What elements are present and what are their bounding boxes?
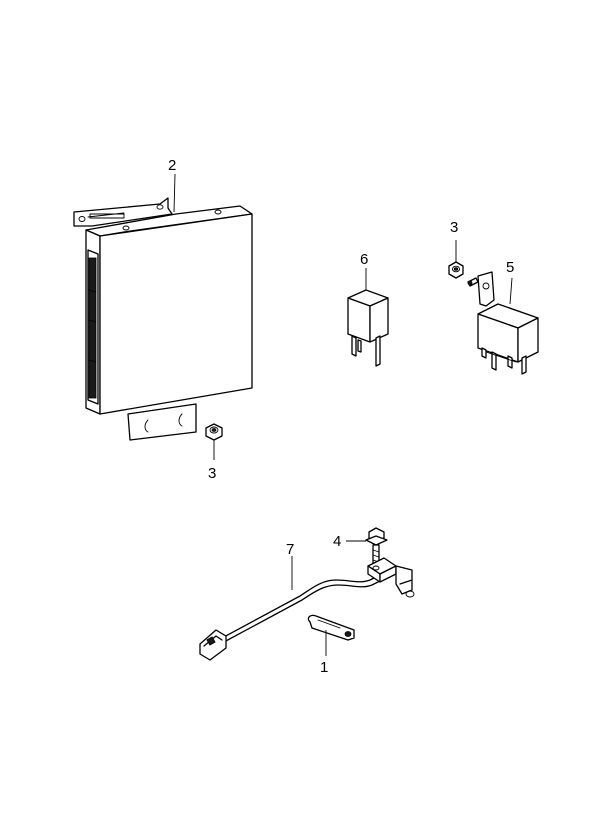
nut-relay[interactable] xyxy=(448,261,464,279)
relay-stud xyxy=(467,277,479,287)
relay-bracket[interactable] xyxy=(477,271,539,375)
bolt[interactable] xyxy=(365,527,388,573)
ecu-unit[interactable] xyxy=(73,197,253,441)
relay-small[interactable] xyxy=(347,289,389,367)
callout-4: 4 xyxy=(333,533,341,550)
callout-7: 7 xyxy=(286,541,294,558)
callout-3-ecu: 3 xyxy=(208,465,216,482)
callout-1: 1 xyxy=(320,659,328,676)
harness-clip[interactable] xyxy=(307,614,355,641)
callout-6: 6 xyxy=(360,251,368,268)
sensor-harness[interactable] xyxy=(199,557,415,661)
callout-2: 2 xyxy=(168,157,176,174)
nut-ecu[interactable] xyxy=(205,423,223,441)
callout-5: 5 xyxy=(506,259,514,276)
callout-3-relay: 3 xyxy=(450,219,458,236)
